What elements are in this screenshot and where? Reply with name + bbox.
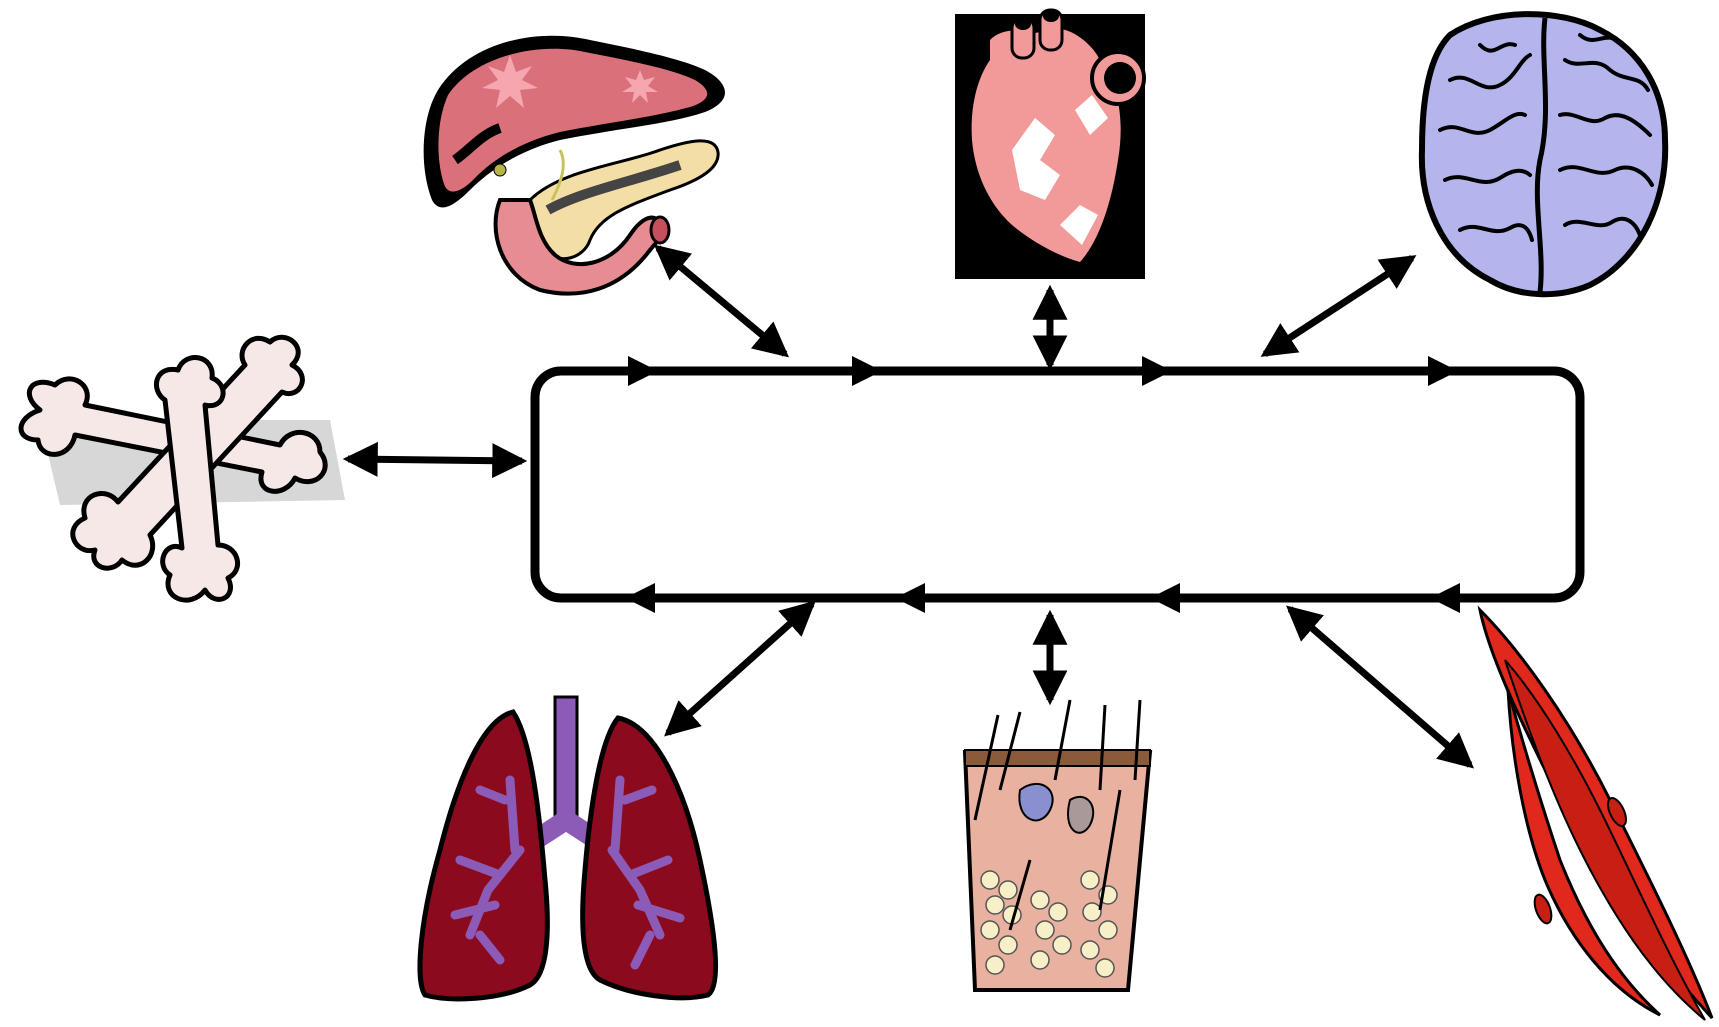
flow-arrowhead: [1430, 583, 1460, 613]
flow-arrowhead: [1150, 583, 1180, 613]
brain-connector-arrow: [1265, 258, 1412, 354]
flow-arrowhead: [1428, 356, 1458, 386]
heart-icon: [955, 10, 1145, 279]
flow-arrowhead: [895, 583, 925, 613]
flow-arrowhead: [625, 583, 655, 613]
muscle-cell-icon: [1480, 610, 1712, 1020]
bone-icon: [21, 337, 345, 600]
flow-arrowhead: [1142, 356, 1172, 386]
liver-connector-arrow: [658, 248, 785, 354]
liver-pancreas-icon: [424, 36, 725, 294]
brain-icon: [1422, 14, 1665, 294]
connectors: [348, 248, 1470, 765]
muscle-connector-arrow: [1290, 609, 1470, 765]
skin-icon: [965, 700, 1150, 990]
lungs-icon: [420, 697, 716, 999]
lungs-connector-arrow: [668, 604, 812, 733]
circulation-loop: [535, 356, 1580, 613]
bone-connector-arrow: [348, 459, 522, 461]
loop-track: [535, 371, 1580, 598]
flow-arrowhead: [628, 356, 658, 386]
flow-arrowhead: [852, 356, 882, 386]
